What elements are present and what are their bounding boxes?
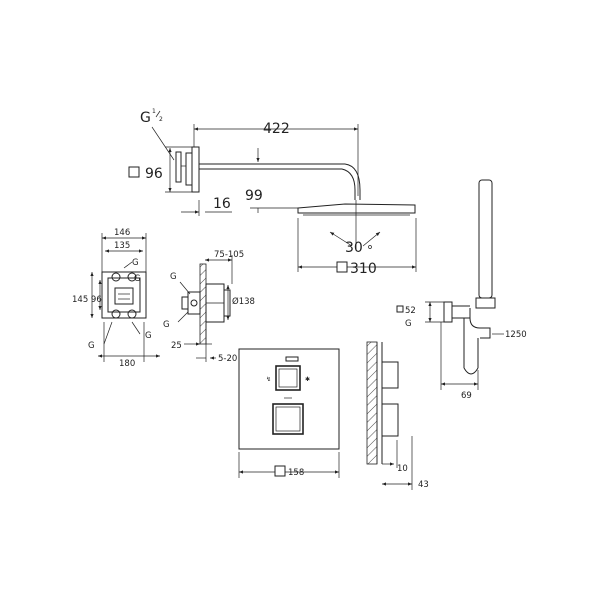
thread-label-box-top: G xyxy=(132,258,139,268)
lower-knob-side xyxy=(381,403,399,437)
temperature-handle xyxy=(272,403,304,435)
shower-arm-view: G 1 2 96 422 16 99 xyxy=(128,108,417,277)
arm-length-dim: 422 xyxy=(263,121,290,137)
hose-length-dim: 1250 xyxy=(505,330,527,340)
concealed-box-side: 75-105 Ø138 G G 25 5-20 xyxy=(163,250,255,364)
flange-block xyxy=(185,152,193,186)
wall-finish-dim: 5-20 xyxy=(218,354,237,364)
box-bottom-dim: 180 xyxy=(119,359,135,369)
wall-elbow xyxy=(443,301,453,323)
thread-label-top: G xyxy=(140,110,151,126)
thread-label-hand: G xyxy=(405,319,412,329)
fraction-den: 2 xyxy=(159,116,163,123)
flange-dim: 96 xyxy=(145,166,163,182)
wall-section xyxy=(199,263,207,345)
plate-size-dim: 158 xyxy=(288,468,304,478)
square-symbol-158 xyxy=(274,465,286,477)
holder xyxy=(469,308,491,339)
arm-offset-dim: 16 xyxy=(213,196,231,212)
thread-label-box-right: G xyxy=(134,274,141,284)
projection-2-dim: 43 xyxy=(418,480,429,490)
box-depth-dim: 25 xyxy=(171,341,182,351)
thermostat-plate: ↯ ✱ 158 xyxy=(238,348,340,478)
arm-drop-dim: 99 xyxy=(245,188,263,204)
shower-head xyxy=(297,203,416,214)
thread-label-side-bottom: G xyxy=(163,320,170,330)
wall-stub xyxy=(175,151,182,183)
box-height-dim: 145 96 xyxy=(72,295,102,305)
holder-depth-dim: 69 xyxy=(461,391,472,401)
elbow-dim: 52 xyxy=(405,306,416,316)
thermostat-side: 10 43 xyxy=(366,341,429,490)
hand-shower-view: 52 G 1250 69 xyxy=(396,179,527,401)
head-size-dim: 310 xyxy=(350,261,377,277)
plate-outline xyxy=(238,348,340,450)
thread-label-side-top: G xyxy=(170,272,177,282)
brand-logo xyxy=(285,356,299,362)
square-symbol-310 xyxy=(336,261,348,273)
thread-leader xyxy=(151,126,175,161)
box-diameter-dim: Ø138 xyxy=(232,296,255,307)
angle-dim: 30 xyxy=(345,240,363,256)
hand-shower-body xyxy=(478,179,493,299)
concealed-box-front: 146 135 G G 145 96 G G 180 xyxy=(72,228,160,369)
thread-label-box-br: G xyxy=(145,331,152,341)
wall-depth-dim: 75-105 xyxy=(214,250,244,260)
head-shower-icon: ✱ xyxy=(305,376,310,383)
box-width-inner: 135 xyxy=(114,241,130,251)
wall-section-right xyxy=(366,341,378,465)
box-frame-outer xyxy=(101,271,147,319)
square-symbol-52 xyxy=(396,305,404,313)
diverter-handle xyxy=(275,365,301,391)
fraction-num: 1 xyxy=(152,108,156,115)
thread-label-box-bl: G xyxy=(88,341,95,351)
wall-flange xyxy=(191,146,200,193)
upper-knob-side xyxy=(381,361,399,389)
square-symbol-96 xyxy=(128,166,140,178)
hand-shower-icon: ↯ xyxy=(266,376,271,383)
fraction-slash xyxy=(155,110,161,118)
projection-1-dim: 10 xyxy=(397,464,408,474)
box-width-outer: 146 xyxy=(114,228,130,238)
